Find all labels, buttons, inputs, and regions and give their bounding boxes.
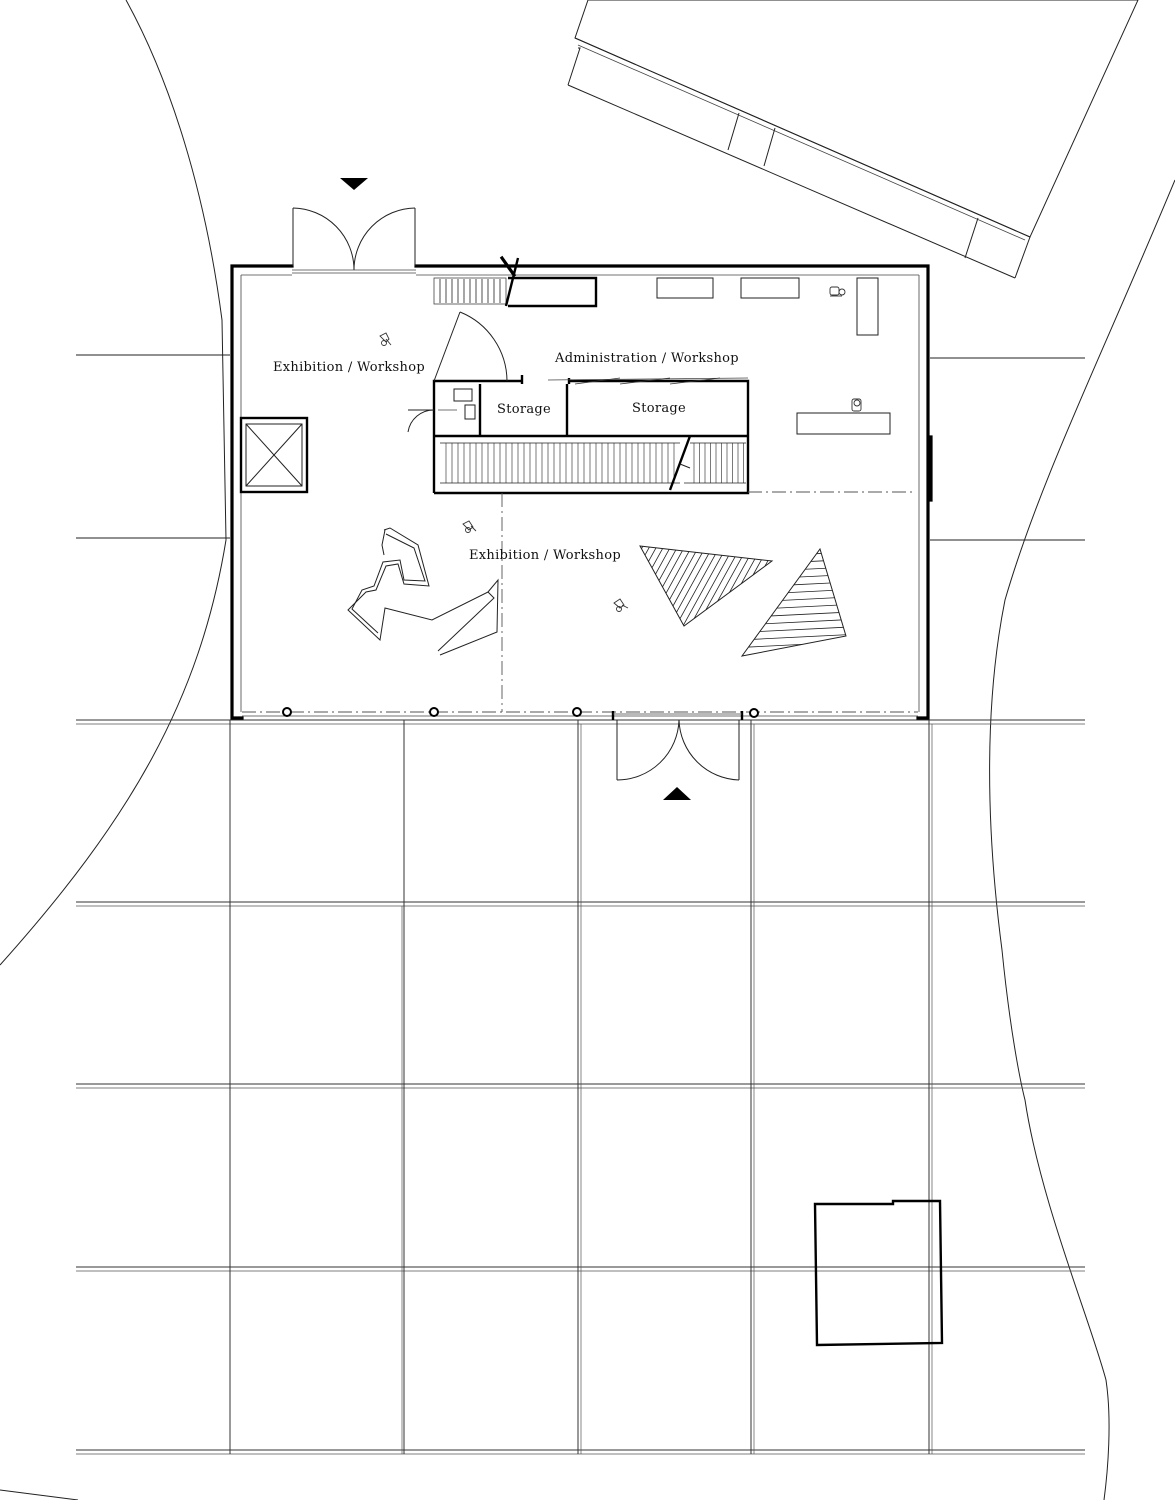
tread-line [788,589,833,593]
neighbouring-building [567,0,1139,279]
exhibition-platform-a [639,545,774,627]
tread-line [658,549,677,581]
tread-line [662,550,683,588]
tread-line [759,626,844,632]
site-path-east [989,179,1175,1500]
tread-line [705,556,736,611]
room-label-exhibition-south: Exhibition / Workshop [469,548,621,563]
entrance-arrow-down-icon [340,178,368,190]
person-figure-icon [829,286,846,297]
north-cabinets [656,277,879,336]
tread-line [665,551,690,594]
exhibition-wall-zigzag [347,527,499,656]
exhibition-platform-b [740,547,847,657]
person-figure-icon [462,520,477,533]
tread-line [641,546,644,549]
tread-line [782,597,835,601]
room-label-storage-small: Storage [497,402,551,417]
tread-line [651,548,663,569]
tread-line [771,612,840,617]
tread-line [683,555,723,626]
south-entrance-door [611,711,744,781]
tread-line [754,634,846,640]
service-core [407,311,750,495]
person-figure-icon [613,598,629,612]
person-figure-icon [851,398,862,412]
tread-line [810,560,824,562]
reception-desk [796,412,891,435]
tread-line [729,558,749,593]
tread-line [740,558,756,584]
site-path-west [0,0,227,1500]
tread-line [679,554,716,619]
north-entrance-door [292,207,416,274]
room-label-administration: Administration / Workshop [554,351,739,366]
lift-shaft [239,416,309,494]
tread-line [765,619,842,625]
plaza-pavilion [813,1199,944,1347]
paving-grid [76,354,1085,1455]
tread-line [748,643,803,648]
tread-line [776,604,837,609]
tread-line [669,552,696,600]
tread-line [655,549,670,575]
tread-line [805,567,826,570]
north-stair [433,255,598,308]
tread-line [676,553,710,613]
room-label-storage-large: Storage [632,401,686,416]
room-label-exhibition-north: Exhibition / Workshop [273,360,425,375]
tread-line [672,552,703,607]
tread-line [717,557,742,602]
tread-line [752,559,762,576]
tread-line [648,547,657,562]
tread-line [693,555,729,619]
entrance-arrow-up-icon [663,787,691,800]
tread-line [793,582,831,586]
facade-columns [282,707,759,718]
tread-line [799,575,828,578]
tread-line [644,546,650,556]
person-figure-icon [379,332,392,346]
tread-line [764,560,769,567]
